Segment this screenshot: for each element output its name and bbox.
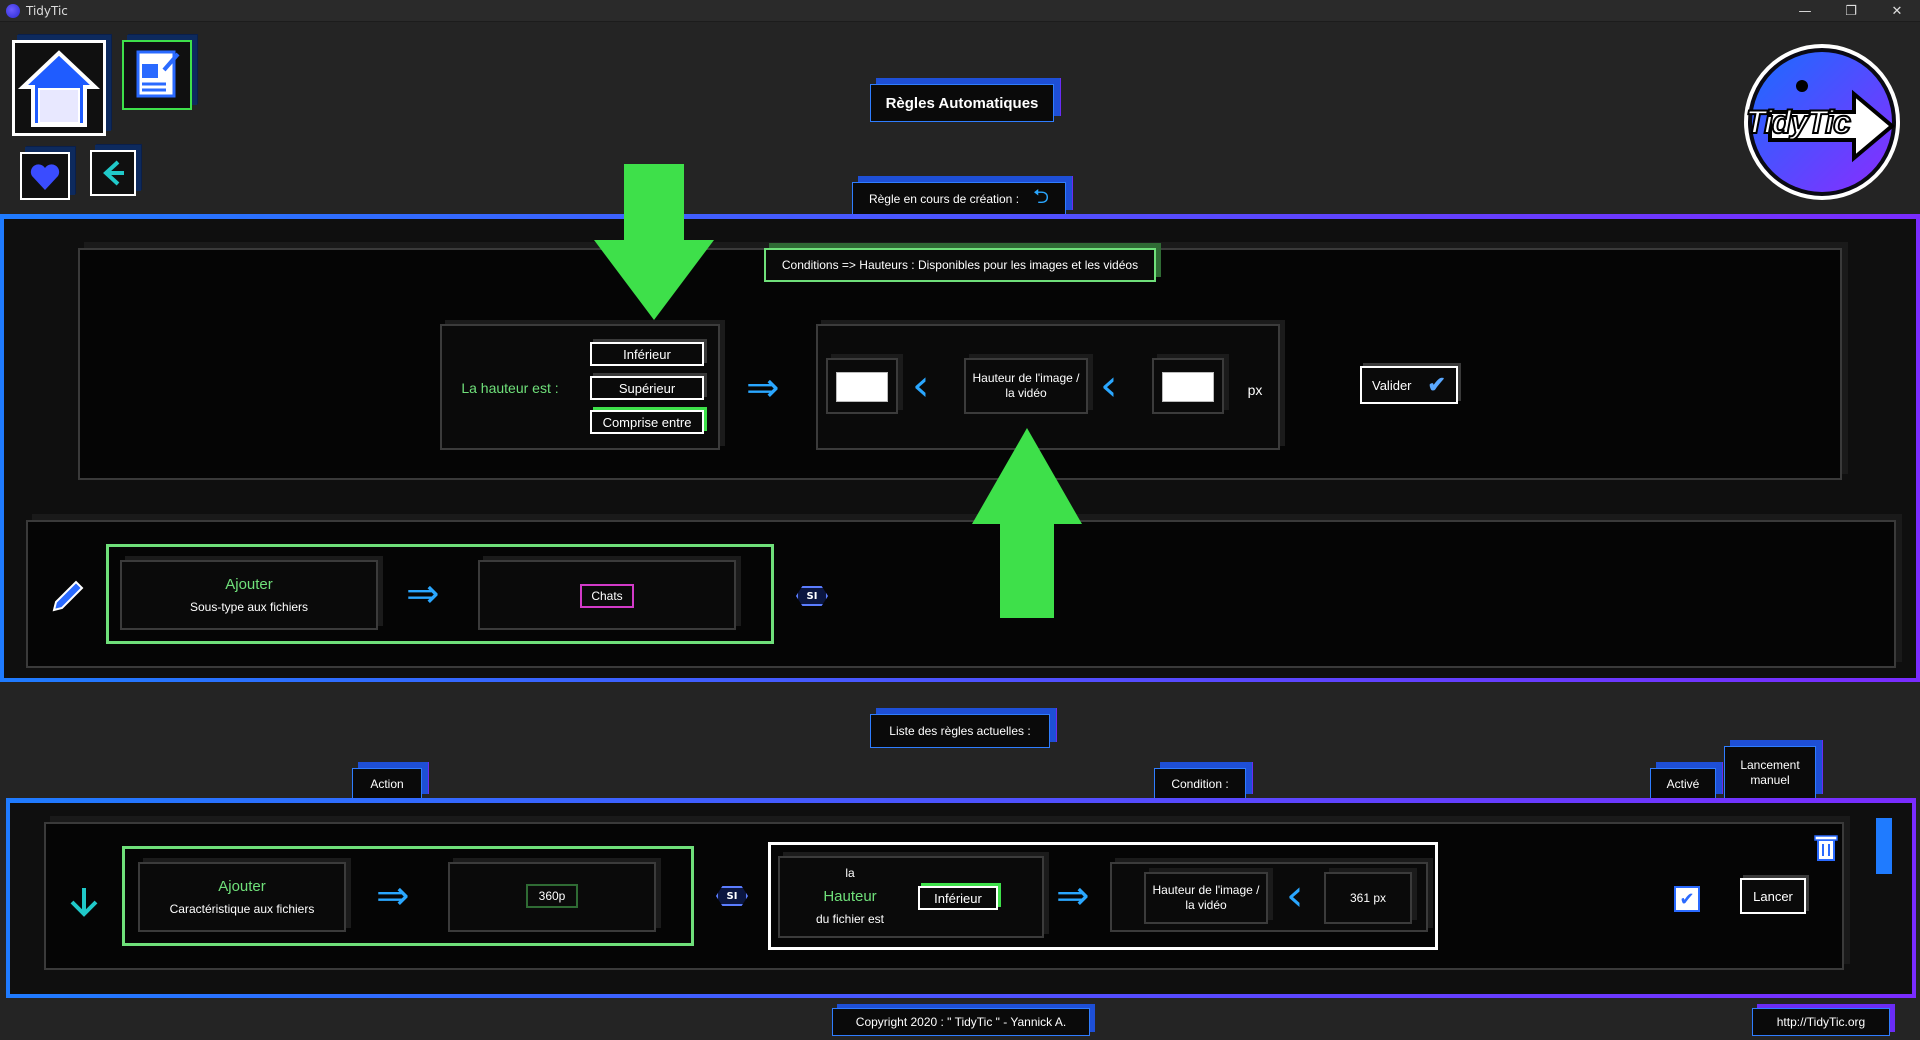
column-active: Activé [1650, 768, 1716, 800]
arrow-left-icon [103, 160, 124, 186]
close-button[interactable]: ✕ [1891, 3, 1903, 19]
heart-icon [30, 164, 60, 190]
max-height-input[interactable] [1162, 372, 1214, 402]
min-height-input[interactable] [836, 372, 888, 402]
tidytic-logo: TidyTic [1742, 42, 1902, 202]
pencil-icon[interactable] [48, 572, 88, 612]
green-arrow-up-icon [972, 428, 1082, 618]
favorites-button[interactable] [20, 152, 70, 200]
arrow-down-icon[interactable] [66, 884, 102, 920]
double-arrow-icon-2: ⇒ [406, 571, 440, 617]
rule-action-subtitle: Caractéristique aux fichiers [169, 902, 315, 916]
window-title: TidyTic [26, 3, 68, 18]
scrollbar[interactable] [1876, 818, 1892, 874]
option-inferieur-button[interactable]: Inférieur [590, 342, 704, 366]
checkmark-icon: ✔ [1679, 888, 1695, 910]
action-value-chip: Chats [580, 584, 634, 608]
check-icon: ✔ [1427, 372, 1446, 397]
title-bar: TidyTic — ❐ ✕ [0, 0, 1920, 22]
creation-section-label: Règle en cours de création : [868, 192, 1020, 206]
cond-line-1: la [845, 866, 855, 880]
restore-button[interactable]: ❐ [1845, 3, 1857, 19]
creation-section-tab: Règle en cours de création : ⮌ [852, 182, 1066, 216]
action-title: Ajouter [225, 576, 273, 593]
green-arrow-down-icon [594, 164, 714, 324]
rule-si-badge: SI [716, 886, 748, 906]
rule-action-value: 360p [526, 884, 578, 908]
launch-button[interactable]: Lancer [1740, 878, 1806, 914]
document-edit-icon [136, 50, 180, 98]
trash-icon[interactable] [1812, 832, 1840, 862]
double-arrow-icon: ⇒ [746, 365, 780, 411]
rule-action-title: Ajouter [218, 878, 266, 895]
conditions-header: Conditions => Hauteurs : Disponibles pou… [764, 248, 1156, 282]
page-title: Règles Automatiques [870, 84, 1054, 122]
cond-line-2: Hauteur [823, 888, 877, 905]
minimize-button[interactable]: — [1798, 3, 1812, 19]
rule-measure-label: Hauteur de l'image / la vidéo [1144, 872, 1268, 924]
validate-button[interactable]: Valider ✔ [1360, 366, 1458, 404]
rule-value: 361 px [1324, 872, 1412, 924]
action-subtitle: Sous-type aux fichiers [189, 600, 309, 614]
app-icon [6, 3, 20, 18]
rule-action-type [138, 862, 346, 932]
list-section-tab: Liste des règles actuelles : [870, 714, 1050, 748]
validate-label: Valider [1372, 377, 1412, 393]
column-action: Action [352, 768, 422, 800]
home-icon [17, 50, 101, 127]
double-arrow-icon-3: ⇒ [376, 873, 410, 919]
height-label: La hauteur est : [461, 380, 559, 396]
chevron-left-icon-3: ‹ [1286, 870, 1304, 921]
cond-operator: Inférieur [918, 886, 998, 910]
website-link[interactable]: http://TidyTic.org [1752, 1008, 1890, 1036]
copyright: Copyright 2020 : " TidyTic " - Yannick A… [832, 1008, 1090, 1036]
home-button[interactable] [12, 40, 106, 136]
unit-label: px [1247, 382, 1263, 398]
undo-icon[interactable]: ⮌ [1033, 186, 1050, 208]
action-type-box[interactable] [120, 560, 378, 630]
option-comprise-entre-button[interactable]: Comprise entre [590, 410, 704, 434]
chevron-left-icon: ‹ [912, 360, 930, 411]
active-checkbox[interactable]: ✔ [1674, 886, 1700, 912]
rules-button[interactable] [122, 40, 192, 110]
column-condition: Condition : [1154, 768, 1246, 800]
si-badge: SI [796, 586, 828, 606]
double-arrow-icon-4: ⇒ [1056, 873, 1090, 919]
measure-label: Hauteur de l'image / la vidéo [964, 358, 1088, 414]
column-manual-launch: Lancement manuel [1724, 746, 1816, 800]
back-button[interactable] [90, 150, 136, 196]
rule-condition-desc [778, 856, 1044, 938]
logo-text: TidyTic [1745, 103, 1852, 141]
option-superieur-button[interactable]: Supérieur [590, 376, 704, 400]
cond-line-3: du fichier est [815, 912, 885, 926]
chevron-left-icon-2: ‹ [1100, 360, 1118, 411]
